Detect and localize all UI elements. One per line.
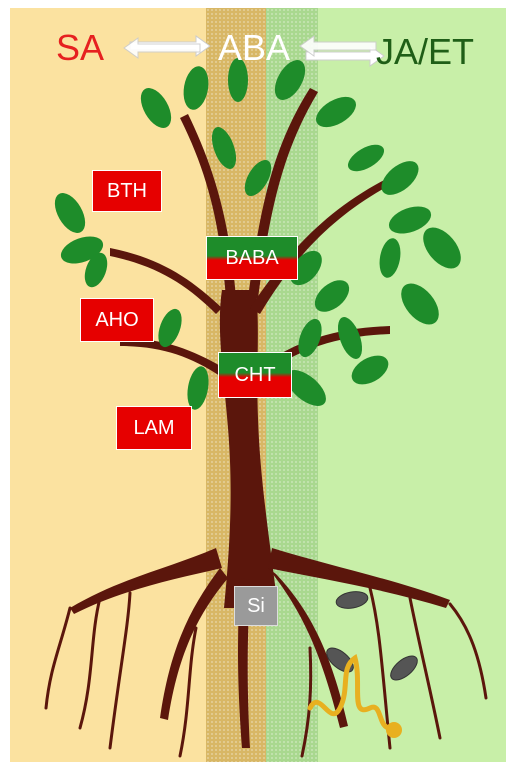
leaf-icon	[375, 155, 424, 202]
leaf-icon	[311, 91, 361, 134]
hormone-aba-label: ABA	[218, 30, 290, 66]
hormone-jaet-label: JA/ET	[376, 34, 474, 70]
leaf-icon	[309, 274, 355, 318]
leaf-icon	[394, 277, 446, 332]
leaf-icon	[184, 365, 211, 412]
treatment-bth: BTH	[92, 170, 162, 212]
treatment-cht: CHT	[218, 352, 292, 398]
leaf-icon	[416, 221, 468, 276]
hormone-sa-label: SA	[56, 30, 104, 66]
leaf-icon	[49, 188, 92, 238]
diagram-canvas: SA ABA JA/ET BTH BABA AHO CHT LAM Si	[10, 8, 506, 762]
treatment-lam: LAM	[116, 406, 192, 450]
leaf-icon	[207, 124, 241, 172]
arrow-aba-sa-left	[124, 38, 200, 58]
leaf-icon	[180, 64, 211, 111]
leaf-icon	[344, 139, 389, 176]
treatment-si: Si	[234, 586, 278, 626]
treatment-aho: AHO	[80, 298, 154, 342]
leaf-icon	[135, 83, 178, 133]
leaf-icon	[377, 237, 404, 280]
treatment-baba: BABA	[206, 236, 298, 280]
